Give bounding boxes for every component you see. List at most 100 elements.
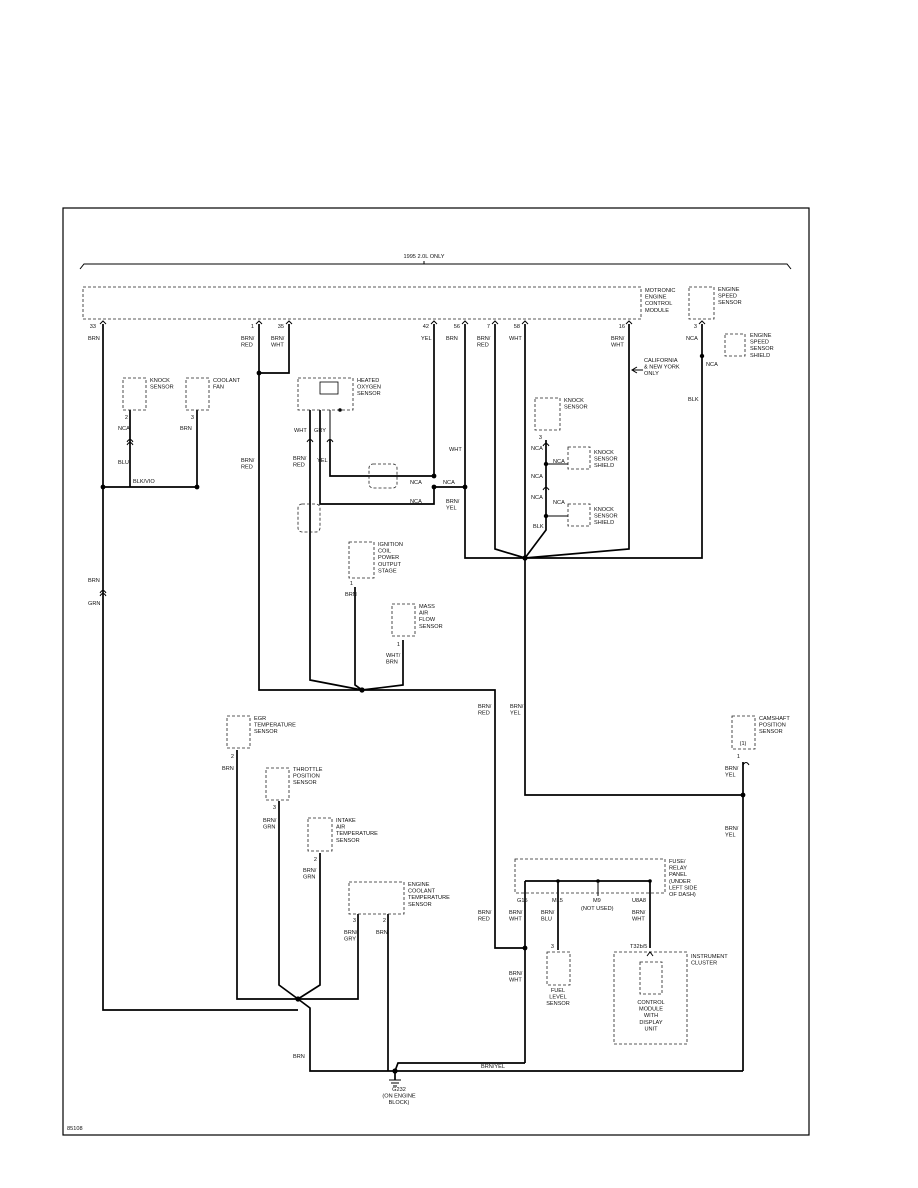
svg-text:2: 2 <box>383 918 386 924</box>
ecm-pin-labels: 33 1 35 42 56 7 58 16 3 <box>90 324 697 330</box>
splice-dots <box>100 353 746 1074</box>
oxygen-sensor-box <box>297 377 354 411</box>
camshaft-sensor-box <box>731 715 756 750</box>
svg-text:BRN: BRN <box>446 336 458 342</box>
svg-text:T32b/5: T32b/5 <box>630 944 647 950</box>
engine-speed-shield-box <box>724 333 746 357</box>
svg-text:BLK: BLK <box>688 397 699 403</box>
svg-text:58: 58 <box>514 324 520 330</box>
svg-text:WHT: WHT <box>509 336 522 342</box>
svg-text:BRN/WHT: BRN/WHT <box>611 336 625 349</box>
svg-text:16: 16 <box>619 324 625 330</box>
oxygen-shield-box <box>368 463 398 489</box>
svg-text:BRN/RED: BRN/RED <box>293 456 307 469</box>
svg-text:BRN/YEL: BRN/YEL <box>446 499 460 512</box>
wires <box>102 324 744 1080</box>
svg-text:YEL: YEL <box>317 458 328 464</box>
svg-text:BRN/GRY: BRN/GRY <box>344 930 358 943</box>
knock-sensor-right-box <box>534 397 561 431</box>
svg-text:BRN/YEL: BRN/YEL <box>725 766 739 779</box>
diagram-frame <box>62 207 810 1136</box>
wire-labels: BRN BRN/RED BRN/WHT YEL BRN BRN/RED WHT … <box>88 336 739 1070</box>
svg-text:BRN/WHT: BRN/WHT <box>509 971 523 984</box>
svg-text:NCA: NCA <box>531 474 543 480</box>
svg-text:BRN: BRN <box>293 1054 305 1060</box>
scope-bracket: 1995 2.0L ONLY <box>79 254 792 270</box>
fuse-pin-labels: G15 M15 M9 U8A8 <box>517 898 646 904</box>
svg-text:BRN: BRN <box>345 592 357 598</box>
svg-text:U8A8: U8A8 <box>632 898 646 904</box>
fuel-level-sensor-box <box>546 951 571 986</box>
svg-text:7: 7 <box>487 324 490 330</box>
svg-text:3: 3 <box>551 944 554 950</box>
svg-text:NCA: NCA <box>410 480 422 486</box>
svg-text:BLU: BLU <box>118 460 129 466</box>
maf-sensor-box <box>391 603 416 637</box>
svg-text:BRN: BRN <box>88 336 100 342</box>
svg-text:3: 3 <box>353 918 356 924</box>
svg-text:NCA: NCA <box>553 459 565 465</box>
svg-text:BLK: BLK <box>533 524 544 530</box>
knock-shield-2-box <box>567 503 591 527</box>
svg-text:GRN: GRN <box>88 601 100 607</box>
ground-symbol <box>389 1079 401 1087</box>
svg-text:35: 35 <box>278 324 284 330</box>
ecm-box <box>82 286 642 320</box>
knock-shield-1-box <box>567 446 591 470</box>
svg-text:BRN: BRN <box>88 578 100 584</box>
svg-text:BRN/RED: BRN/RED <box>477 336 491 349</box>
svg-text:GRY: GRY <box>314 428 326 434</box>
inline-connectors <box>99 439 750 766</box>
svg-text:WHT: WHT <box>449 447 462 453</box>
svg-text:1: 1 <box>737 754 740 760</box>
knock-sensor-left-box <box>122 377 147 411</box>
svg-text:NCA: NCA <box>553 500 565 506</box>
svg-text:WHT/BRN: WHT/BRN <box>386 653 401 666</box>
svg-text:1: 1 <box>350 581 353 587</box>
svg-text:NCA: NCA <box>443 480 455 486</box>
svg-text:3: 3 <box>273 805 276 811</box>
svg-text:BRN/WHT: BRN/WHT <box>509 910 523 923</box>
svg-text:3: 3 <box>539 435 542 441</box>
svg-text:BRN: BRN <box>376 930 388 936</box>
svg-text:NCA: NCA <box>531 495 543 501</box>
ecm-connectors <box>99 320 706 325</box>
svg-text:NCA: NCA <box>118 426 130 432</box>
svg-text:NCA: NCA <box>410 499 422 505</box>
figure-id: 85108 <box>67 1126 83 1132</box>
svg-text:BRN/WHT: BRN/WHT <box>271 336 285 349</box>
svg-text:M15: M15 <box>552 898 563 904</box>
svg-text:BRN/WHT: BRN/WHT <box>632 910 646 923</box>
svg-text:WHT: WHT <box>294 428 307 434</box>
svg-text:2: 2 <box>125 415 128 421</box>
svg-text:BRN: BRN <box>222 766 234 772</box>
egr-sensor-box <box>226 715 251 749</box>
svg-text:NCA: NCA <box>531 446 543 452</box>
fuse-panel-box <box>514 858 666 894</box>
svg-text:BRN/GRN: BRN/GRN <box>263 818 277 831</box>
svg-text:1: 1 <box>251 324 254 330</box>
svg-text:NCA: NCA <box>686 336 698 342</box>
coolant-fan-box <box>185 377 210 411</box>
svg-text:NCA: NCA <box>706 362 718 368</box>
svg-text:2: 2 <box>231 754 234 760</box>
